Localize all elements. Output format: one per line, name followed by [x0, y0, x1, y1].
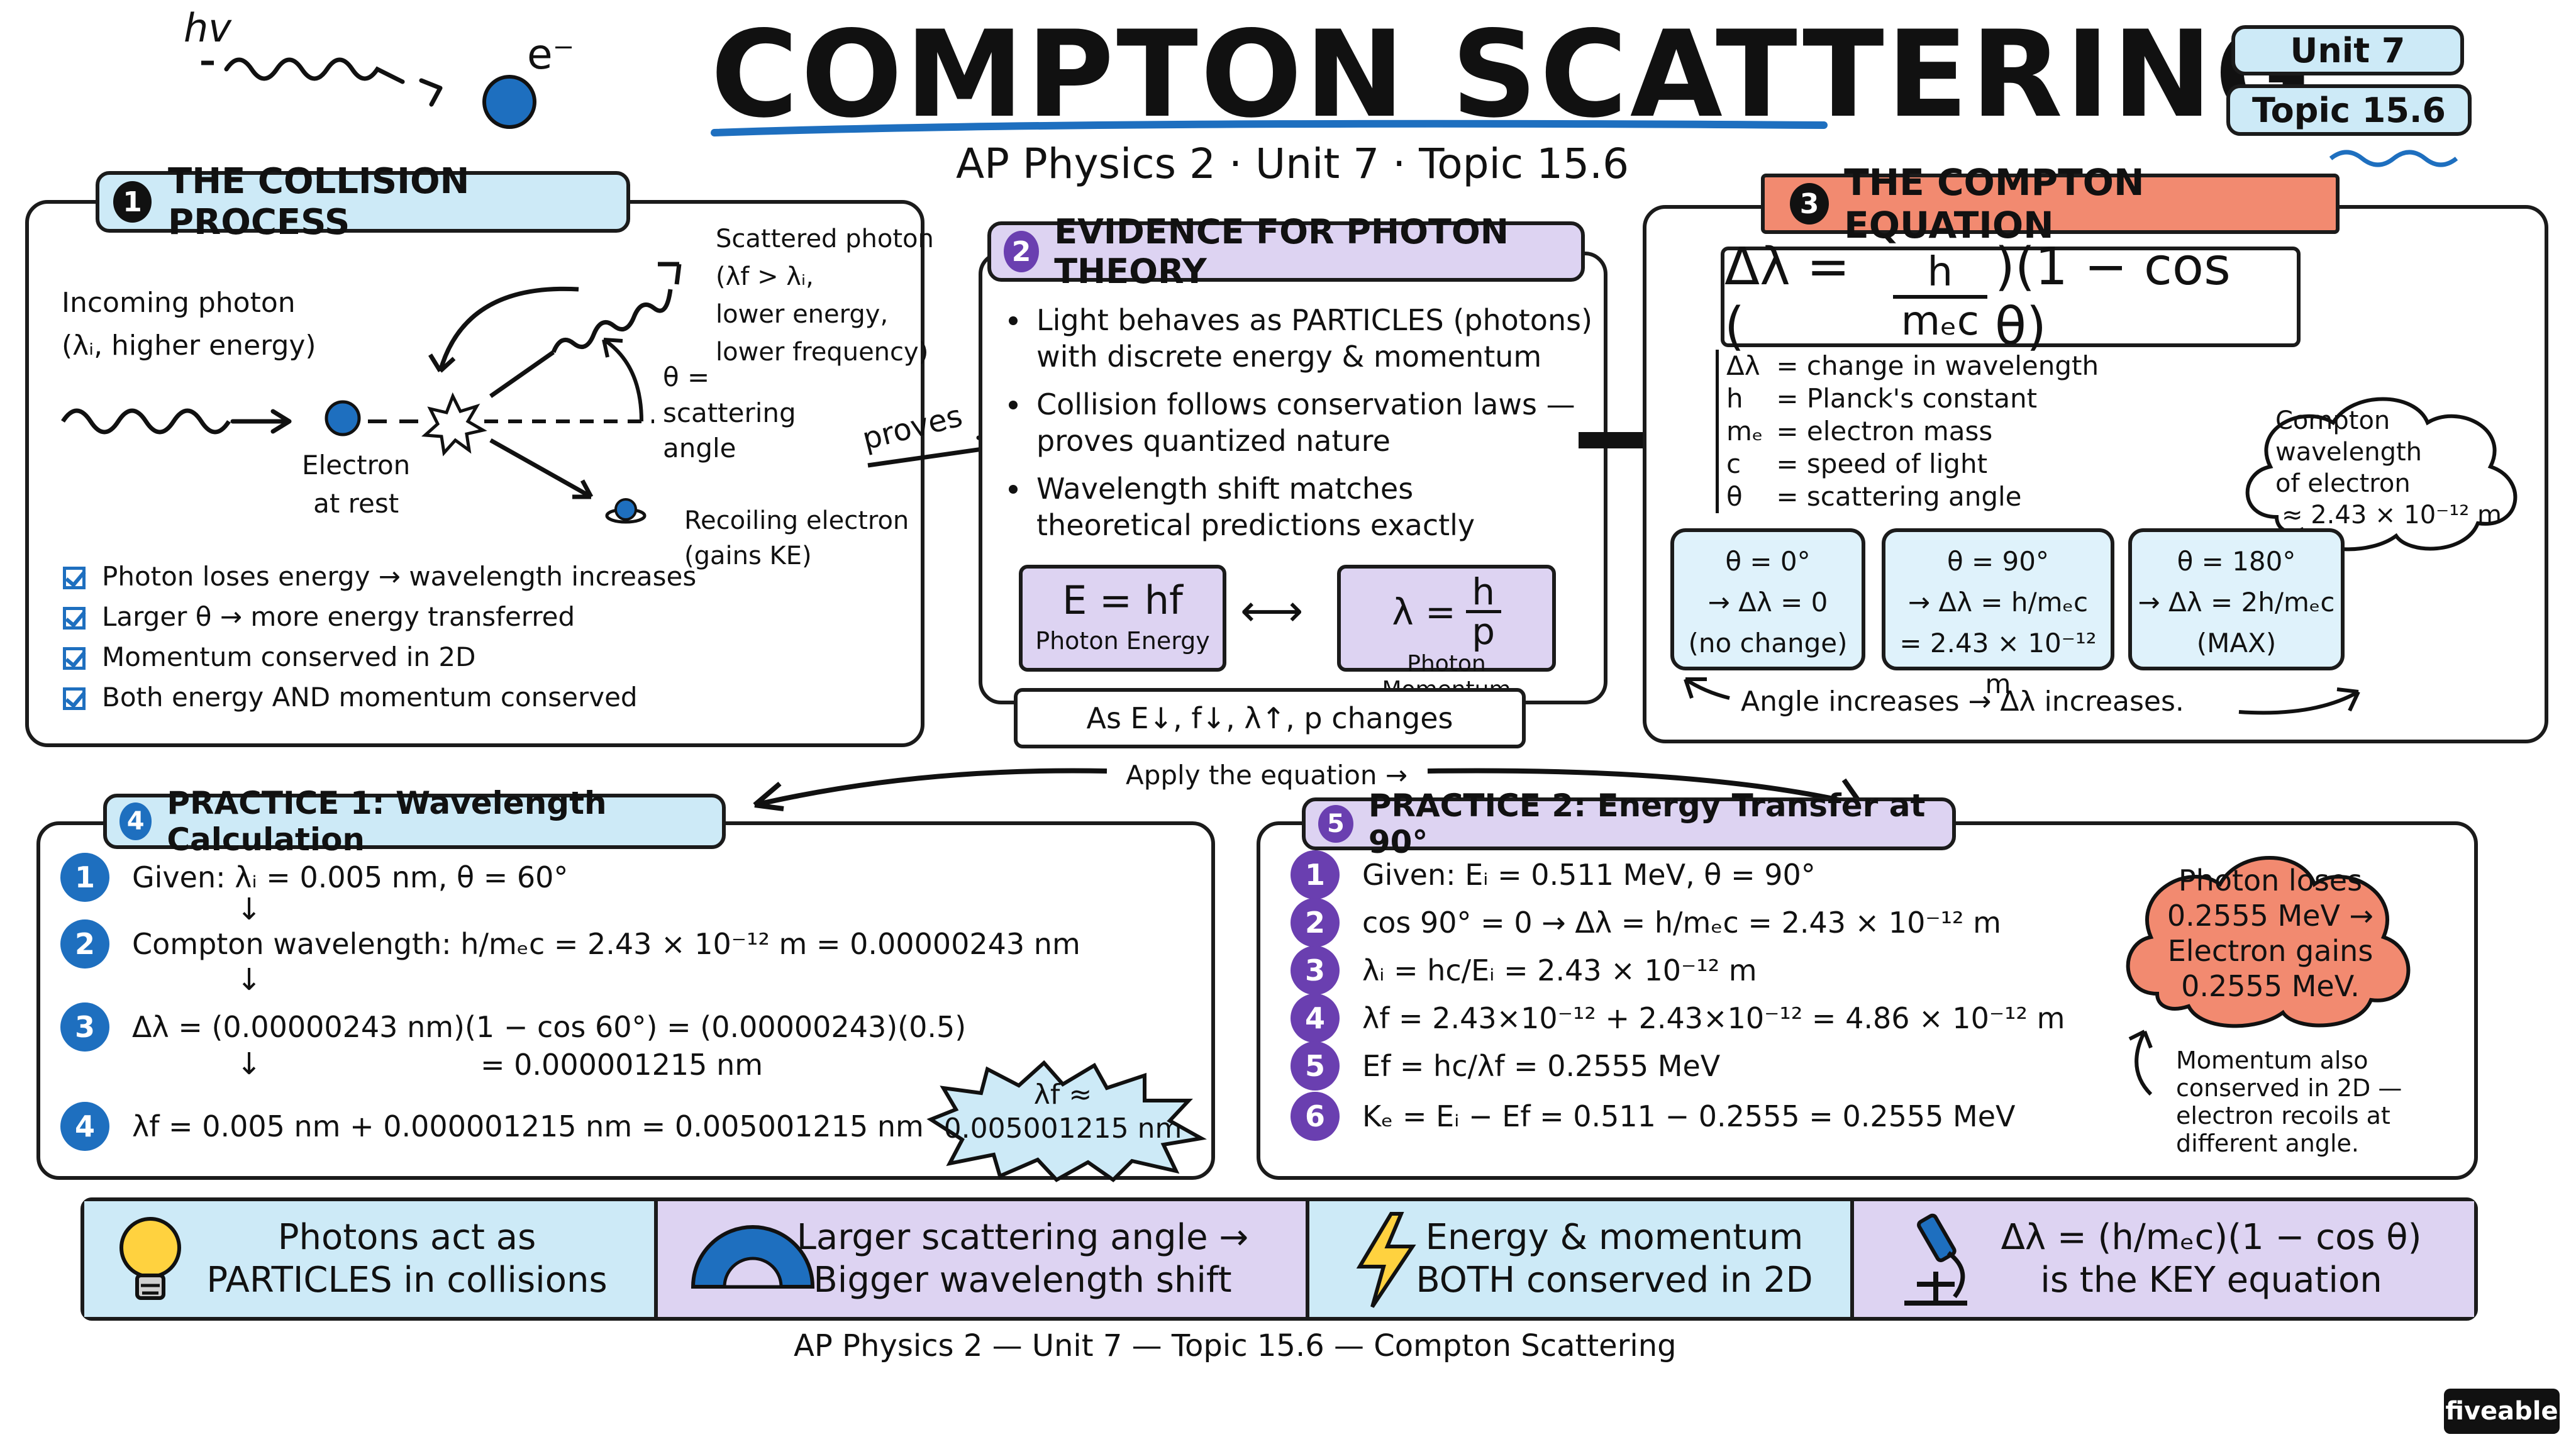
- summary-cell-angle: Larger scattering angle →Bigger waveleng…: [658, 1201, 1309, 1317]
- title-underline: [711, 119, 1828, 136]
- checkbox-icon: [63, 687, 86, 710]
- section3-title: THE COMPTON EQUATION: [1844, 161, 2145, 247]
- practice1-number: 4: [119, 802, 152, 840]
- energy-transfer-cloud: [2126, 856, 2411, 1028]
- scattered-photon-label: Scattered photon(λf > λᵢ, lower energy,l…: [716, 225, 934, 367]
- angle-increase-note: Angle increases → Δλ increases.: [1741, 686, 2184, 718]
- double-arrow-icon: ⟷: [1240, 585, 1304, 636]
- compton-equation-box: Δλ = ( h mₑc )(1 − cos θ): [1721, 237, 2301, 357]
- equation-definitions: Δλ = change in wavelength h = Planck's c…: [1716, 350, 2099, 513]
- photon-energy-formula: E = hf Photon Energy: [1019, 565, 1226, 672]
- answer-burst-text: λf ≈0.005001215 nm: [943, 1079, 1182, 1145]
- collision-diagram: [61, 262, 682, 524]
- photon-momentum-formula: λ = h p Photon Momentum: [1337, 565, 1556, 702]
- collision-process-panel: [25, 200, 924, 747]
- compton-wavelength-cloud: [2245, 397, 2518, 552]
- case-theta-90: θ = 90°→ Δλ = h/mₑc= 2.43 × 10⁻¹² m: [1882, 528, 2114, 699]
- definition-row: Δλ = change in wavelength: [1726, 350, 2099, 381]
- practice1-title: PRACTICE 1: Wavelength Calculation: [167, 785, 607, 858]
- definition-row: mₑ = electron mass: [1726, 416, 1993, 447]
- step-down-arrow-icon: ↓: [236, 1046, 262, 1082]
- recoil-electron-label: Recoiling electron(gains KE): [684, 506, 909, 570]
- definition-row: h = Planck's constant: [1726, 383, 2038, 414]
- section2-header: 2 EVIDENCE FOR PHOTON THEORY: [987, 212, 1585, 291]
- checklist-item: Photon loses energy → wavelength increas…: [63, 557, 696, 597]
- checkbox-icon: [63, 567, 86, 589]
- section2-number: 2: [1004, 231, 1040, 272]
- step-down-arrow-icon: ↓: [236, 892, 262, 927]
- electron-icon: [482, 75, 536, 129]
- practice1-step3-continued: = 0.000001215 nm: [480, 1048, 763, 1082]
- compton-wavelength-text: Compton wavelength of electron ≈ 2.43 × …: [2275, 406, 2502, 530]
- photon-symbol: hv: [184, 5, 231, 51]
- definition-row: θ = scattering angle: [1726, 481, 2022, 512]
- checkbox-icon: [63, 647, 86, 670]
- angle-note-arrows: [1684, 677, 2360, 715]
- section2-title: EVIDENCE FOR PHOTON THEORY: [1054, 212, 1509, 291]
- footer-text: AP Physics 2 — Unit 7 — Topic 15.6 — Com…: [794, 1328, 1677, 1363]
- case-theta-180: θ = 180°→ Δλ = 2h/mₑc(MAX): [2128, 528, 2345, 670]
- brand-logo: fiveable: [2444, 1389, 2560, 1434]
- section3-header: 3 THE COMPTON EQUATION: [1761, 161, 2340, 247]
- topic-tag: Topic 15.6: [2226, 84, 2472, 136]
- incoming-photon-wave-icon: [201, 57, 443, 107]
- answer-burst: [926, 1060, 1207, 1182]
- practice2-header: 5 PRACTICE 2: Energy Transfer at 90°: [1302, 787, 1956, 860]
- microscope-icon: [1904, 1213, 1967, 1306]
- practice2-title: PRACTICE 2: Energy Transfer at 90°: [1368, 787, 1926, 860]
- evidence-bullet: Wavelength shift matches: [1009, 470, 1592, 507]
- definition-row: c = speed of light: [1726, 448, 1988, 479]
- summary-cell-key-equation: Δλ = (h/mₑc)(1 − cos θ)is the KEY equati…: [1854, 1201, 2474, 1317]
- case-theta-0: θ = 0°→ Δλ = 0(no change): [1670, 528, 1865, 670]
- section1-number: 1: [113, 181, 152, 223]
- practice1-header: 4 PRACTICE 1: Wavelength Calculation: [103, 785, 726, 858]
- electron-symbol: e⁻: [527, 30, 575, 79]
- page-subtitle: AP Physics 2 · Unit 7 · Topic 15.6: [956, 140, 1629, 188]
- section3-number: 3: [1790, 183, 1829, 225]
- section1-header: 1 THE COLLISION PROCESS: [96, 161, 630, 243]
- protractor-icon: [691, 1225, 815, 1289]
- checkbox-icon: [63, 607, 86, 630]
- lightbulb-icon: [119, 1217, 181, 1300]
- curved-arrow-icon: [2128, 1030, 2153, 1096]
- evidence-bullet: Light behaves as PARTICLES (photons): [1009, 302, 1592, 338]
- apply-equation-label: Apply the equation →: [1126, 760, 1408, 791]
- changes-note: As E↓, f↓, λ↑, p changes: [1014, 688, 1526, 748]
- collision-checklist: Photon loses energy → wavelength increas…: [63, 557, 696, 718]
- unit-tag: Unit 7: [2231, 25, 2464, 75]
- incoming-photon-label: Incoming photon(λᵢ, higher energy): [62, 287, 316, 362]
- evidence-bullets: Light behaves as PARTICLES (photons) wit…: [1009, 302, 1592, 543]
- step-down-arrow-icon: ↓: [236, 962, 262, 997]
- evidence-bullet: Collision follows conservation laws —: [1009, 386, 1592, 423]
- checklist-item: Both energy AND momentum conserved: [63, 677, 696, 718]
- checklist-item: Momentum conserved in 2D: [63, 637, 696, 677]
- checklist-item: Larger θ → more energy transferred: [63, 597, 696, 637]
- lightning-icon: [1356, 1212, 1416, 1308]
- practice2-number: 5: [1318, 805, 1353, 843]
- section1-title: THE COLLISION PROCESS: [168, 161, 470, 243]
- tag-squiggle: [2329, 150, 2458, 167]
